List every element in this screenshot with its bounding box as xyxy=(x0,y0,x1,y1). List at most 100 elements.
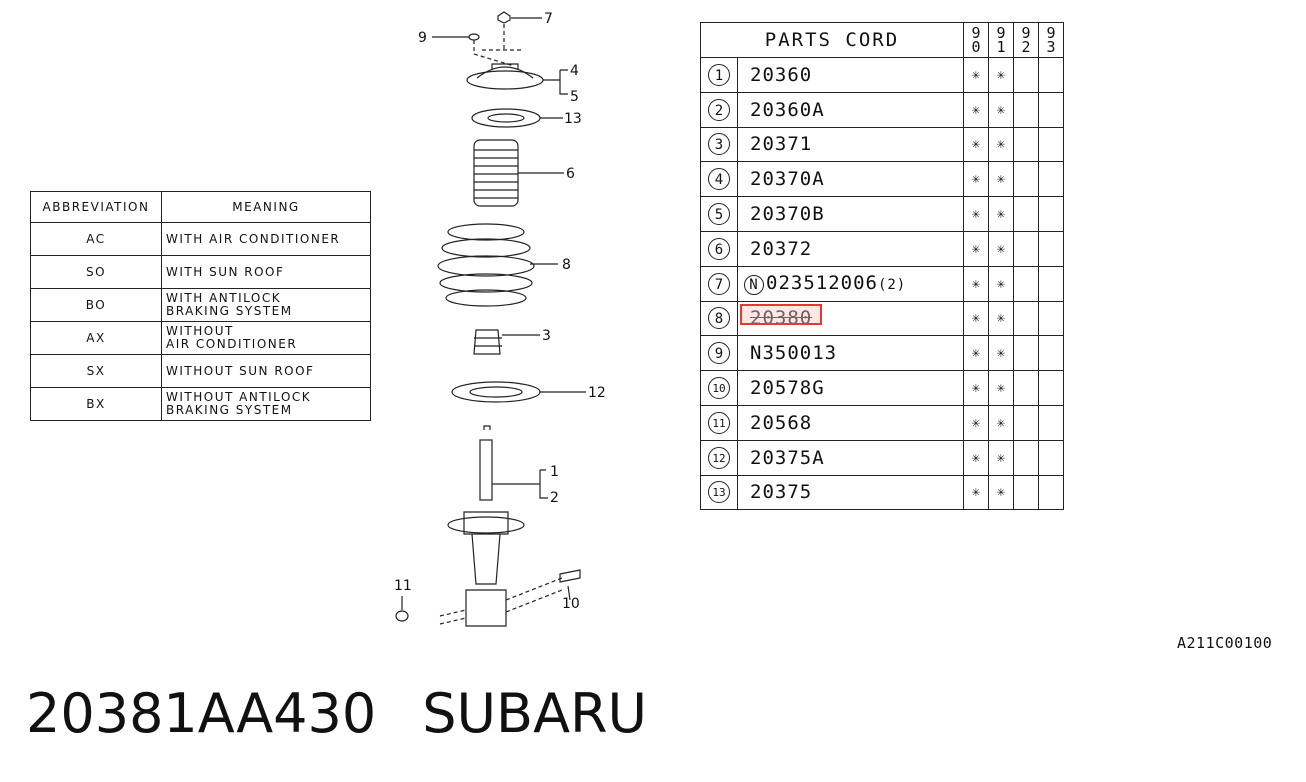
part-code: N350013 xyxy=(737,335,964,372)
item-number: 5 xyxy=(708,203,730,226)
item-number: 3 xyxy=(708,133,730,156)
knuckle-bracket xyxy=(465,589,507,627)
parts-row[interactable]: 13 20375 ✳ ✳ xyxy=(700,474,1064,511)
year-mark: ✳ xyxy=(988,335,1014,372)
parts-row[interactable]: 6 20372 ✳ ✳ xyxy=(700,230,1064,267)
callout-3: 3 xyxy=(542,328,551,344)
spring-part-8 xyxy=(437,223,535,307)
item-number: 9 xyxy=(708,342,730,365)
year-mark: ✳ xyxy=(988,230,1014,267)
strut-rod xyxy=(483,425,491,430)
year-mark: ✳ xyxy=(988,161,1014,198)
part-code: 20375A xyxy=(737,439,964,476)
year-mark xyxy=(1038,126,1064,163)
bolt-part-10 xyxy=(559,569,581,583)
year-mark: ✳ xyxy=(988,370,1014,406)
abbreviation-row: AC WITH AIR CONDITIONER xyxy=(30,222,371,256)
part-code: 20372 xyxy=(737,230,964,267)
callout-2: 2 xyxy=(550,490,559,506)
year-mark xyxy=(1013,439,1039,476)
part-code: 20578G xyxy=(737,370,964,406)
year-mark xyxy=(1013,335,1039,372)
item-number: 12 xyxy=(708,446,730,469)
year-mark: ✳ xyxy=(988,126,1014,163)
year-mark: ✳ xyxy=(963,196,989,232)
item-number: 7 xyxy=(708,272,730,295)
nut-part-11 xyxy=(395,610,409,622)
item-number: 13 xyxy=(708,481,730,504)
year-mark xyxy=(1038,161,1064,198)
abbreviation-code: SO xyxy=(30,255,162,289)
callout-8: 8 xyxy=(562,257,571,273)
parts-row[interactable]: 1 20360 ✳ ✳ xyxy=(700,57,1064,93)
part-code-highlighted[interactable]: 20380 xyxy=(737,300,964,337)
part-code: 20370B xyxy=(737,196,964,232)
year-mark xyxy=(1013,230,1039,267)
year-mark: ✳ xyxy=(988,300,1014,337)
part-code: 20360 xyxy=(737,57,964,93)
year-mark: ✳ xyxy=(963,126,989,163)
catalog-code: A211C00100 xyxy=(1177,634,1273,652)
parts-row-highlighted[interactable]: 8 20380 ✳ ✳ xyxy=(700,300,1064,337)
item-number: 8 xyxy=(708,307,730,330)
year-mark xyxy=(1013,126,1039,163)
callout-4: 4 xyxy=(570,63,579,79)
year-mark xyxy=(1038,370,1064,406)
year-mark xyxy=(1013,91,1039,128)
year-mark xyxy=(1013,265,1039,302)
abbreviation-code: BX xyxy=(30,387,162,421)
year-mark xyxy=(1013,161,1039,198)
abbreviation-code: SX xyxy=(30,354,162,388)
year-mark xyxy=(1038,230,1064,267)
parts-row[interactable]: 11 20568 ✳ ✳ xyxy=(700,404,1064,441)
callout-11: 11 xyxy=(394,578,412,594)
year-mark: ✳ xyxy=(988,91,1014,128)
year-mark xyxy=(1038,57,1064,93)
parts-row[interactable]: 3 20371 ✳ ✳ xyxy=(700,126,1064,163)
year-mark xyxy=(1013,474,1039,511)
year-mark xyxy=(1038,196,1064,232)
parts-row[interactable]: 5 20370B ✳ ✳ xyxy=(700,196,1064,232)
abbreviation-row: SO WITH SUN ROOF xyxy=(30,255,371,289)
abbreviation-code: AC xyxy=(30,222,162,256)
year-mark xyxy=(1013,196,1039,232)
abbreviation-code: AX xyxy=(30,321,162,355)
year-mark: ✳ xyxy=(963,57,989,93)
year-mark: ✳ xyxy=(988,265,1014,302)
abbreviation-row: SX WITHOUT SUN ROOF xyxy=(30,354,371,388)
year-mark xyxy=(1038,91,1064,128)
spring-seat-part-12 xyxy=(451,381,541,403)
year-mark: ✳ xyxy=(988,474,1014,511)
year-mark: ✳ xyxy=(963,370,989,406)
year-mark: ✳ xyxy=(963,474,989,511)
year-mark: ✳ xyxy=(963,335,989,372)
parts-row[interactable]: 10 20578G ✳ ✳ xyxy=(700,370,1064,406)
year-mark: ✳ xyxy=(963,91,989,128)
year-mark: ✳ xyxy=(963,439,989,476)
item-number: 10 xyxy=(708,377,730,400)
parts-row[interactable]: 4 20370A ✳ ✳ xyxy=(700,161,1064,198)
strut-assembly-diagram: 7 9 4 5 13 6 8 3 12 1 2 11 10 xyxy=(394,11,606,627)
parts-row[interactable]: 9 N350013 ✳ ✳ xyxy=(700,335,1064,372)
year-mark: ✳ xyxy=(963,300,989,337)
parts-row[interactable]: 2 20360A ✳ ✳ xyxy=(700,91,1064,128)
parts-row[interactable]: 12 20375A ✳ ✳ xyxy=(700,439,1064,476)
callout-5: 5 xyxy=(570,89,579,105)
year-mark: ✳ xyxy=(988,196,1014,232)
year-mark xyxy=(1013,300,1039,337)
callout-12: 12 xyxy=(588,385,606,401)
washer-part-9 xyxy=(468,33,480,41)
abbreviation-meaning: WITH AIR CONDITIONER xyxy=(161,222,371,256)
year-mark xyxy=(1038,439,1064,476)
year-mark xyxy=(1038,474,1064,511)
